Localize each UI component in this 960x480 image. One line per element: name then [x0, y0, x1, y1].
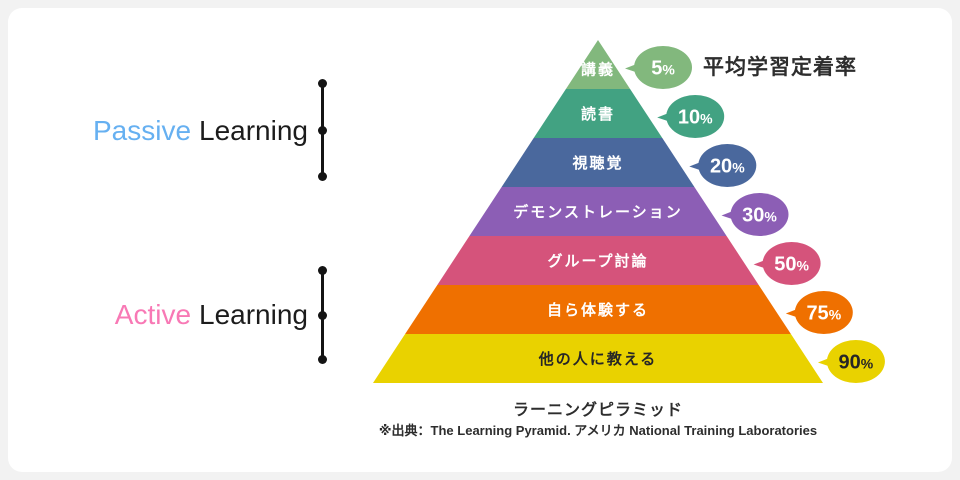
pyramid-layer-7 [373, 334, 823, 383]
percent-bubble [794, 291, 853, 334]
pyramid-caption: ラーニングピラミッド [512, 402, 683, 419]
pyramid-layer-2 [533, 89, 663, 138]
passive-bracket [318, 79, 327, 181]
bracket-dot [318, 310, 327, 320]
pyramid-layer-3 [501, 138, 695, 187]
percent-bubble [730, 193, 789, 236]
pyramid-layer-1 [565, 40, 631, 89]
pyramid-layer-label: 講義 [581, 61, 615, 79]
active-accent-text: Active [114, 299, 192, 330]
bracket-dot [318, 266, 327, 275]
pyramid-layer-label: 他の人に教える [538, 350, 658, 368]
pyramid-layer-5 [437, 236, 759, 285]
bracket-dot [318, 355, 327, 364]
active-bracket [318, 266, 327, 364]
pyramid-layer-4 [469, 187, 727, 236]
bracket-dot [318, 172, 327, 181]
pyramid-layer-6 [405, 285, 791, 334]
percent-bubble-label: 5% [651, 58, 675, 80]
bracket-dot [318, 79, 327, 88]
pyramid-layer-label: 視聴覚 [571, 154, 623, 172]
retention-rate-title: 平均学習定着率 [703, 56, 857, 79]
percent-bubble-label: 30% [742, 205, 777, 227]
percent-bubble [666, 95, 725, 138]
passive-accent-text: Passive [92, 115, 192, 146]
pyramid-layer-label: 読書 [581, 105, 615, 123]
pyramid-layer-label: グループ討論 [547, 252, 648, 270]
percent-bubble-label: 50% [774, 254, 809, 276]
percent-bubble [698, 144, 757, 187]
pyramid-layer-label: デモンストレーション [513, 203, 682, 221]
source-citation: ※出典：The Learning Pyramid. アメリカ National … [378, 423, 818, 438]
bracket-dot [318, 125, 327, 135]
percent-bubble [826, 340, 885, 383]
percent-bubble [762, 242, 821, 285]
active-rest-text: Learning [199, 299, 308, 330]
passive-rest-text: Learning [199, 115, 308, 146]
percent-bubble-label: 10% [678, 107, 713, 129]
pyramid-layer-label: 自ら体験する [547, 301, 649, 319]
percent-bubble-label: 20% [710, 156, 745, 178]
percent-bubble [634, 46, 692, 89]
percent-bubble-label: 90% [839, 352, 874, 374]
percent-bubble-label: 75% [806, 303, 841, 325]
